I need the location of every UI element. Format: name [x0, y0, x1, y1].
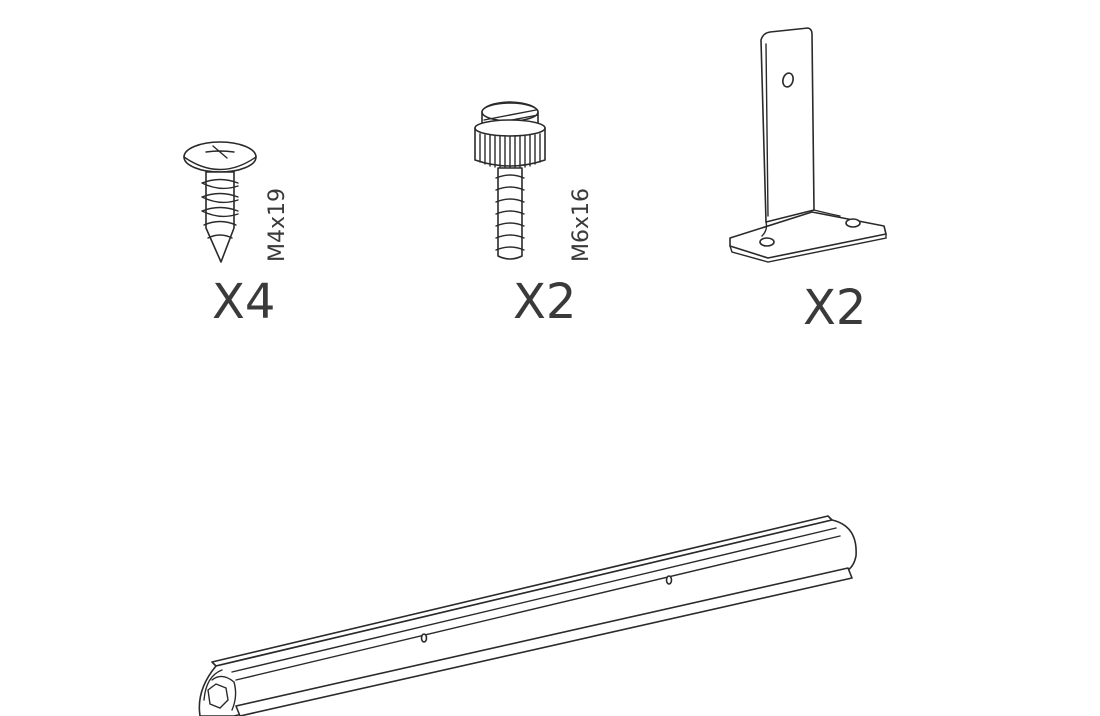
quantity-label: X2 [513, 274, 577, 330]
quantity-label: X2 [803, 280, 867, 336]
knurled-thumb-screw-icon [474, 101, 546, 260]
quantity-label: X4 [212, 274, 276, 330]
pan-head-screw-icon [183, 141, 257, 263]
l-bracket-icon [729, 27, 887, 263]
